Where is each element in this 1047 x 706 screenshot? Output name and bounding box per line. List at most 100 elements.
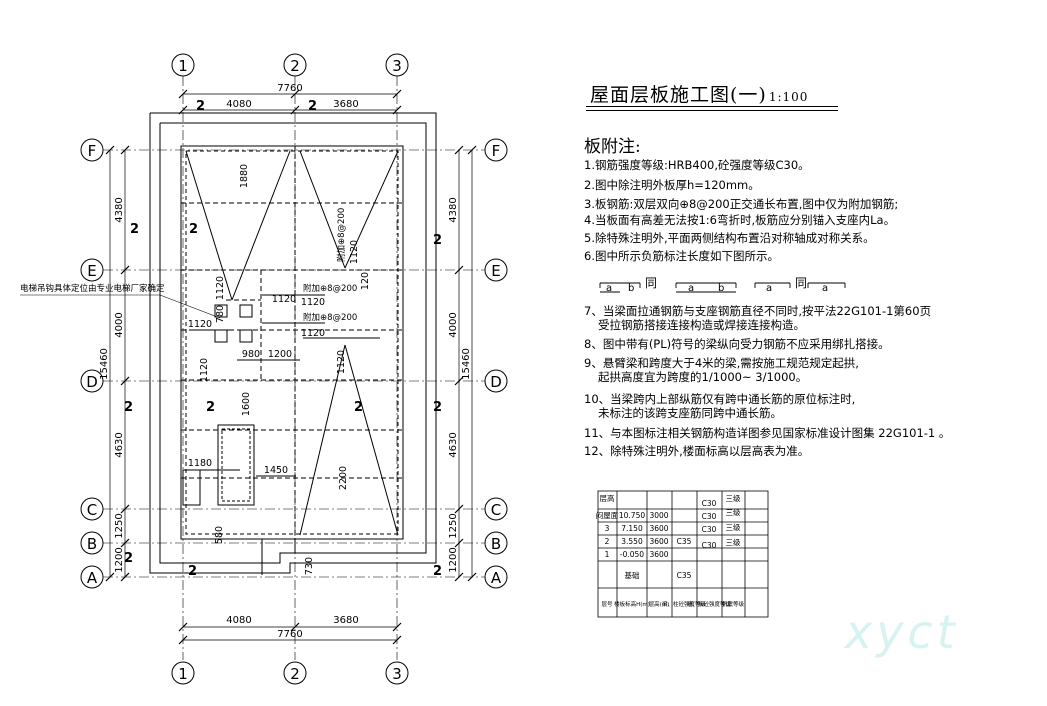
dim-internal: 1120	[336, 350, 347, 374]
grid-bubble-2-top	[283, 53, 307, 77]
grid-label-A-right: A	[491, 569, 502, 587]
slab-boundary	[180, 145, 404, 540]
slab-mark: 2	[206, 400, 215, 415]
note-item: 4.当板面有高差无法按1:6弯折时,板筋应分别锚入支座内La。	[584, 213, 896, 227]
grid-label-D-left: D	[86, 373, 98, 391]
dim-left-bay-5: 1200	[114, 547, 125, 572]
dim-left-bay-1: 4380	[114, 197, 125, 222]
table-cell: C30	[702, 525, 717, 534]
table-footer-cell: 楼板标高H(m)	[614, 600, 650, 608]
note-item: 8、图中带有(PL)符号的梁纵向受力钢筋不应采用绑扎搭接。	[584, 337, 890, 351]
dim-internal: 580	[214, 526, 225, 544]
slab-mark: 2	[433, 400, 442, 415]
dim-right-bay-4: 1250	[448, 513, 459, 538]
table-cell: 1	[605, 550, 610, 559]
slab-mark: 2	[124, 551, 133, 566]
table-cell: C35	[677, 537, 692, 546]
table-cell: 3600	[649, 537, 668, 546]
slab-mark: 2	[124, 400, 133, 415]
dim-overall-height-left: 15460	[99, 348, 110, 380]
svg-text:a: a	[606, 283, 612, 294]
table-cell: 10.750	[619, 511, 645, 520]
table-cell: 基础	[625, 570, 640, 580]
slab-mark: 2	[433, 564, 442, 579]
dim-internal: 1120	[199, 358, 210, 382]
svg-text:a: a	[766, 283, 772, 294]
grid-label-F-right: F	[492, 142, 501, 160]
elevator-hook-note: 电梯吊钩具体定位由专业电梯厂家确定	[20, 283, 165, 294]
table-cell: 闷屋面	[596, 510, 619, 520]
parapet-outline	[149, 112, 437, 574]
rebar-length-legend	[599, 282, 846, 293]
table-footer-cell: 层高(m)	[649, 600, 670, 608]
dim-left-bay-4: 1250	[114, 513, 125, 538]
dim-internal: 1200	[268, 349, 292, 360]
note-item: 5.除特殊注明外,平面两侧结构布置沿对称轴成对称关系。	[584, 231, 875, 245]
svg-text:b: b	[628, 283, 634, 294]
table-cell: 3	[605, 524, 610, 533]
dim-internal: 1120	[301, 328, 325, 339]
dim-internal: 1120	[215, 276, 226, 300]
table-cell: 3000	[649, 511, 668, 520]
grid-bubble-3-top	[385, 53, 409, 77]
table-cell: 3600	[649, 524, 668, 533]
dim-right-bay-5: 1200	[448, 547, 459, 572]
slab-mark: 2	[433, 233, 442, 248]
dim-bay-2-bottom: 3680	[333, 615, 358, 626]
notes-heading: 板附注:	[584, 137, 641, 157]
rebar-label: 附加⊕8@200	[303, 283, 357, 294]
title-underline	[586, 106, 838, 107]
grid-label-2-bottom: 2	[290, 665, 300, 683]
dim-right-bay-1: 4380	[448, 197, 459, 222]
sheet-title-text: 屋面层板施工图(一)	[590, 84, 767, 106]
note-item: 12、除特殊注明外,楼面标高以层高表为准。	[584, 444, 810, 458]
table-cell: C35	[677, 571, 692, 580]
grid-label-B-right: B	[491, 535, 501, 553]
dim-left-bay-2: 4000	[114, 312, 125, 337]
grid-label-1-bottom: 1	[178, 665, 188, 683]
dim-internal: 1180	[188, 458, 212, 469]
slab-mark: 2	[354, 400, 363, 415]
svg-text:a: a	[688, 283, 694, 294]
table-cell: 三级	[726, 493, 741, 503]
note-item: 1.钢筋强度等级:HRB400,砼强度等级C30。	[584, 158, 810, 172]
grid-label-F-left: F	[88, 142, 97, 160]
dim-internal: 1880	[239, 164, 250, 188]
table-cell: 三级	[726, 537, 741, 547]
sheet-title: 屋面层板施工图(一)1:100	[590, 80, 808, 107]
rebar-label: 附加⊕8@200	[336, 208, 347, 262]
table-footer-cell: 墙、板砼强度等级	[687, 600, 732, 608]
slab-mark: 2	[130, 222, 139, 237]
slab-mark: 2	[188, 564, 197, 579]
dim-bay-2-top: 3680	[333, 99, 358, 110]
grid-label-B-left: B	[87, 535, 97, 553]
grid-label-E-right: E	[491, 262, 500, 280]
note-item: 3.板钢筋:双层双向⊕8@200正交通长布置,图中仅为附加钢筋;	[584, 197, 899, 211]
table-cell: 三级	[726, 522, 741, 532]
dim-internal: 980	[242, 349, 260, 360]
grid-label-C-right: C	[491, 501, 501, 519]
title-underline-thin	[586, 110, 838, 111]
dim-left-bay-3: 4630	[114, 432, 125, 457]
table-cell: C30	[702, 499, 717, 508]
dim-internal: 1450	[264, 465, 288, 476]
table-footer-cell: 抗震等级	[722, 600, 745, 608]
dim-bay-1-bottom: 4080	[226, 615, 251, 626]
sheet-scale: 1:100	[768, 90, 809, 104]
dim-internal: 1120	[272, 294, 296, 305]
grid-label-1-top: 1	[178, 57, 188, 75]
watermark: xyct	[845, 605, 959, 659]
rebar-label: 附加⊕8@200	[303, 312, 357, 323]
svg-text:a: a	[822, 283, 828, 294]
legend-same-2: 同	[795, 276, 807, 290]
legend-same-1: 同	[645, 276, 657, 290]
note-item: 7、当梁面拉通钢筋与支座钢筋直径不同时,按平法22G101-1第60页受拉钢筋搭…	[584, 304, 932, 332]
table-cell: 7.150	[621, 524, 643, 533]
note-item: 6.图中所示负筋标注长度如下图所示。	[584, 249, 779, 263]
note-item: 10、当梁跨内上部纵筋仅有跨中通长筋的原位标注时,未标注的该跨支座筋同跨中通长筋…	[584, 392, 856, 420]
dim-internal: 730	[304, 557, 315, 575]
grid-label-C-left: C	[87, 501, 97, 519]
dim-internal: 1600	[241, 392, 252, 416]
grid-bubble-2-bottom	[283, 661, 307, 685]
